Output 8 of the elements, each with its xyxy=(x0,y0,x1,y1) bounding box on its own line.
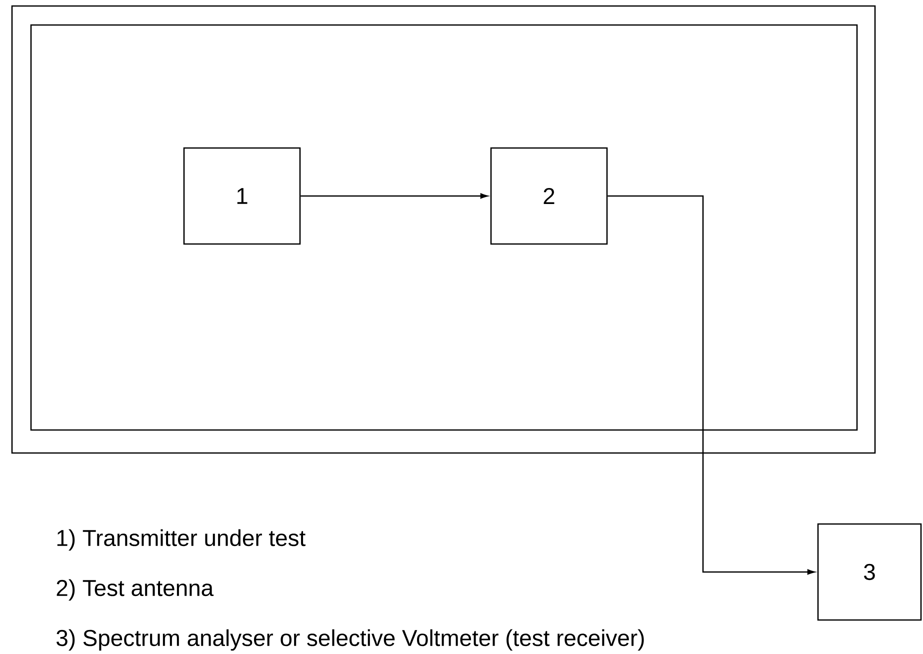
numbered-box: 2 xyxy=(490,147,608,245)
legend-note: 3) Spectrum analyser or selective Voltmeter (test receiver) xyxy=(56,629,644,651)
legend-note: 2) Test antenna xyxy=(56,579,214,601)
numbered-box: 1 xyxy=(183,147,301,245)
numbered-box: 3 xyxy=(817,523,922,621)
arrow xyxy=(300,193,488,199)
arrow xyxy=(608,195,815,575)
legend-note: 1) Transmitter under test xyxy=(57,529,306,551)
